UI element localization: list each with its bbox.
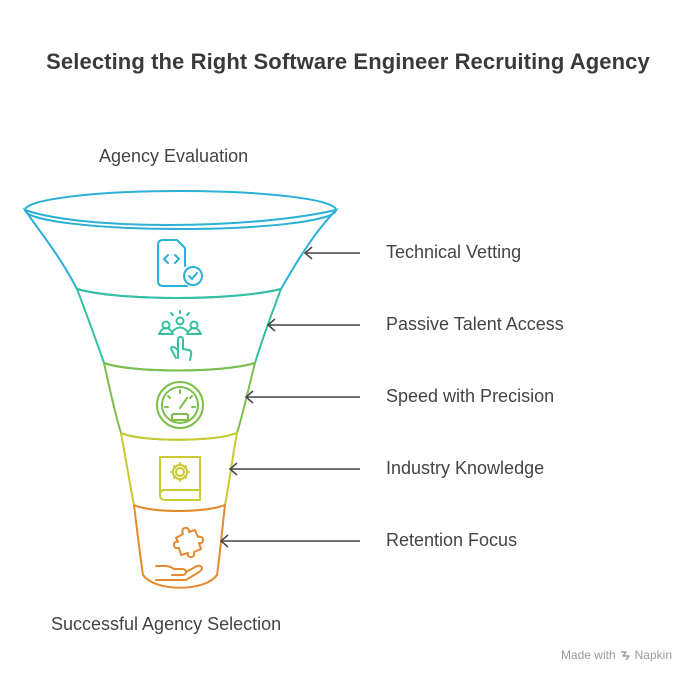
- funnel-top-label: Agency Evaluation: [99, 146, 249, 166]
- funnel-rim: [24, 190, 337, 230]
- arrow-passive-talent-access: [266, 318, 360, 332]
- stage-label-speed-with-precision: Speed with Precision: [386, 386, 555, 406]
- funnel-segment-2: [76, 287, 283, 372]
- speedometer-icon: [156, 381, 204, 429]
- arrow-retention-focus: [219, 534, 360, 548]
- hand-puzzle-piece-icon: [155, 526, 204, 581]
- stage-label-technical-vetting: Technical Vetting: [386, 242, 522, 262]
- made-with-napkin-footer: Made with Napkin: [561, 648, 672, 662]
- code-document-check-icon: [157, 239, 203, 287]
- napkin-logo-icon: [620, 650, 630, 660]
- napkin-brand-text: Napkin: [634, 648, 672, 662]
- people-pointing-hand-icon: [158, 310, 202, 361]
- stage-label-retention-focus: Retention Focus: [386, 530, 518, 550]
- arrow-technical-vetting: [303, 246, 360, 260]
- diagram-title: Selecting the Right Software Engineer Re…: [46, 49, 650, 74]
- stage-label-passive-talent-access: Passive Talent Access: [386, 314, 564, 334]
- stage-label-industry-knowledge: Industry Knowledge: [386, 458, 545, 478]
- funnel-segment-1: [22, 208, 340, 299]
- made-with-text: Made with: [560, 648, 616, 662]
- gear-book-icon: [159, 456, 201, 501]
- arrow-speed-with-precision: [244, 390, 360, 404]
- funnel-segment-5: [133, 503, 227, 589]
- funnel-bottom-label: Successful Agency Selection: [51, 614, 282, 634]
- arrow-industry-knowledge: [228, 462, 360, 476]
